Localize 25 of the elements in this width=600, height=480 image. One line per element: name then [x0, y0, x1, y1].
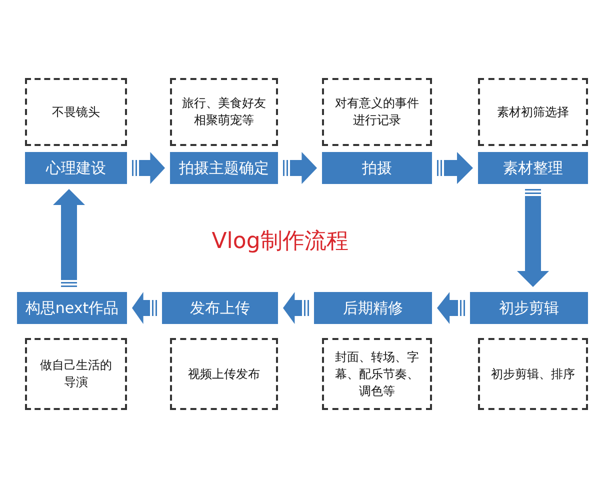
note-box: 旅行、美食好友相聚萌宠等	[170, 78, 278, 146]
block-arrow	[132, 152, 165, 184]
step-box: 发布上传	[162, 292, 278, 324]
step-box: 构思next作品	[17, 292, 127, 324]
step-box: 素材整理	[478, 152, 588, 184]
note-box: 视频上传发布	[170, 338, 278, 410]
note-box: 做自己生活的导演	[25, 338, 127, 410]
note-box: 初步剪辑、排序	[478, 338, 588, 410]
note-box: 不畏镜头	[25, 78, 127, 146]
block-arrow	[517, 189, 549, 287]
note-box: 封面、转场、字幕、配乐节奏、调色等	[322, 338, 432, 410]
step-box: 拍摄主题确定	[170, 152, 278, 184]
block-arrow	[283, 292, 309, 324]
block-arrow	[283, 152, 317, 184]
block-arrow	[132, 292, 157, 324]
step-box: 后期精修	[314, 292, 432, 324]
note-box: 对有意义的事件进行记录	[322, 78, 432, 146]
step-box: 心理建设	[25, 152, 127, 184]
step-box: 拍摄	[322, 152, 432, 184]
step-box: 初步剪辑	[470, 292, 588, 324]
block-arrow	[437, 292, 465, 324]
block-arrow	[437, 152, 473, 184]
note-box: 素材初筛选择	[478, 78, 588, 146]
block-arrow	[53, 189, 85, 287]
title: Vlog制作流程	[210, 228, 350, 256]
